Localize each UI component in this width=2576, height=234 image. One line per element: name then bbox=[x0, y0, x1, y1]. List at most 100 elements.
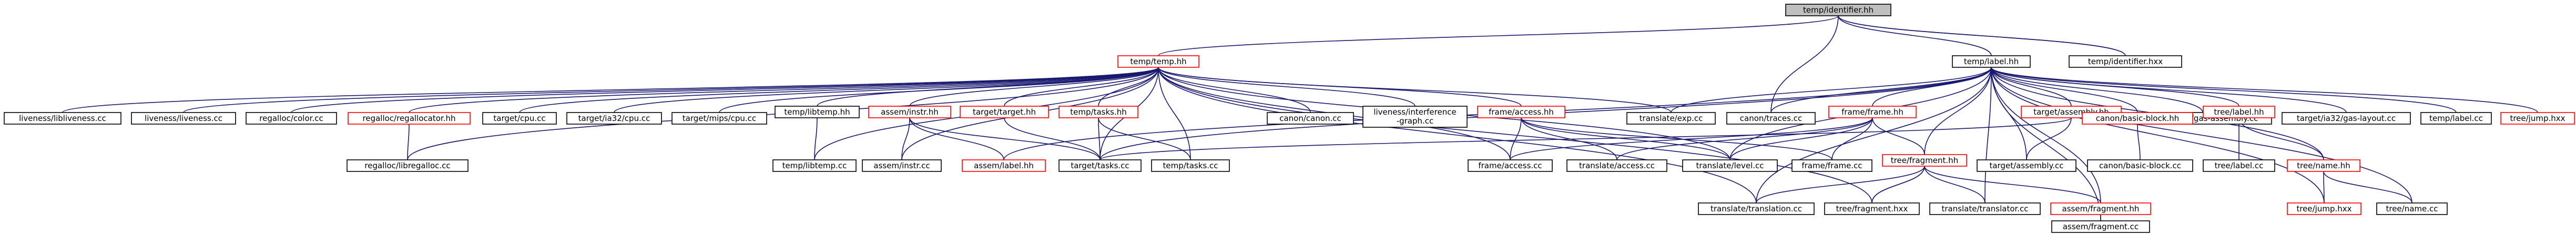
node-target-ia32-gas-layout-cc[interactable]: target/ia32/gas-layout.cc bbox=[2282, 112, 2411, 125]
node-box bbox=[775, 106, 860, 118]
node-label: target/cpu.cc bbox=[493, 114, 545, 123]
edge-temp_hh-to-fragment_hxx bbox=[1156, 62, 1872, 204]
node-target-ia32-cpu-cc[interactable]: target/ia32/cpu.cc bbox=[566, 112, 662, 125]
node-target-cpu-cc[interactable]: target/cpu.cc bbox=[482, 112, 557, 125]
node-frame-frame-cc[interactable]: frame/frame.cc bbox=[1791, 159, 1872, 172]
node-liveness-liveness-cc[interactable]: liveness/liveness.cc bbox=[131, 112, 236, 125]
node-box bbox=[1726, 112, 1816, 125]
edge-line bbox=[1984, 67, 1992, 204]
node-target-tasks-cc[interactable]: target/tasks.cc bbox=[1058, 159, 1142, 172]
node-box bbox=[960, 106, 1049, 118]
node-label: tree/label.hh bbox=[2214, 107, 2264, 117]
edge-line bbox=[1004, 117, 1101, 160]
edge-line bbox=[407, 124, 410, 160]
edge-line bbox=[1158, 67, 1672, 113]
node-temp-identifier-hh[interactable]: temp/identifier.hh bbox=[1785, 4, 1891, 16]
edge-identifier_hh-to-label_hh bbox=[1836, 11, 1992, 56]
node-tree-fragment-hh[interactable]: tree/fragment.hh bbox=[1882, 154, 1967, 167]
node-box bbox=[1566, 159, 1667, 172]
node-translate-translator-cc[interactable]: translate/translator.cc bbox=[1929, 202, 2041, 215]
edge-line bbox=[519, 67, 1159, 113]
edge-label_hh-to-translation_cc bbox=[1756, 62, 1994, 204]
node-box bbox=[2287, 159, 2360, 172]
node-box bbox=[671, 112, 767, 125]
node-target-mips-cpu-cc[interactable]: target/mips/cpu.cc bbox=[671, 112, 767, 125]
edge-line bbox=[183, 67, 1159, 113]
node-label: regalloc/regallocator.hh bbox=[363, 114, 456, 123]
node-label: canon/basic-block.cc bbox=[2099, 161, 2181, 170]
edge-line bbox=[2323, 171, 2412, 204]
node-tree-jump-hxx[interactable]: tree/jump.hxx bbox=[2500, 112, 2575, 125]
node-box bbox=[348, 112, 471, 125]
node-box bbox=[2376, 202, 2448, 215]
node-box bbox=[868, 106, 951, 118]
node-assem-instr-cc[interactable]: assem/instr.cc bbox=[862, 159, 942, 172]
node-assem-fragment-hh[interactable]: assem/fragment.hh bbox=[2050, 202, 2151, 215]
node-translate-translation-cc[interactable]: translate/translation.cc bbox=[1698, 202, 1815, 215]
edge-identifier_hh-to-temp_hh bbox=[1158, 11, 1841, 56]
edge-line bbox=[1158, 15, 1839, 56]
node-tree-name-cc[interactable]: tree/name.cc bbox=[2376, 202, 2448, 215]
node-regalloc-libregalloc-cc[interactable]: regalloc/libregalloc.cc bbox=[347, 159, 469, 172]
node-label: temp/label.cc bbox=[2429, 114, 2483, 123]
node-canon-basic-block-hh[interactable]: canon/basic-block.hh bbox=[2082, 112, 2193, 125]
node-temp-temp-hh[interactable]: temp/temp.hh bbox=[1117, 55, 1199, 68]
edge-temp_hh-to-ia32_cpu bbox=[614, 62, 1161, 113]
edge-regallocator_hh-to-libregalloc bbox=[406, 119, 412, 160]
node-regalloc-regallocator-hh[interactable]: regalloc/regallocator.hh bbox=[348, 112, 471, 125]
edge-line bbox=[1838, 15, 1992, 56]
node-tree-fragment-hxx[interactable]: tree/fragment.hxx bbox=[1824, 202, 1920, 215]
edge-line bbox=[2137, 124, 2141, 160]
node-label: target/target.hh bbox=[973, 107, 1036, 117]
node-liveness-interference-graph-cc[interactable]: liveness/interference-graph.cc bbox=[1362, 106, 1468, 128]
node-box bbox=[862, 159, 942, 172]
node-temp-identifier-hxx[interactable]: temp/identifier.hxx bbox=[2069, 55, 2182, 68]
node-temp-tasks-cc[interactable]: temp/tasks.cc bbox=[1151, 159, 1230, 172]
node-tree-label-hh[interactable]: tree/label.hh bbox=[2203, 106, 2275, 118]
node-label: translate/level.cc bbox=[1696, 161, 1764, 170]
node-temp-label-hh[interactable]: temp/label.hh bbox=[1952, 55, 2031, 68]
edge-temp_hh-to-access_hh bbox=[1156, 62, 1522, 107]
node-frame-access-hh[interactable]: frame/access.hh bbox=[1477, 106, 1565, 118]
node-label: translate/access.cc bbox=[1579, 161, 1655, 170]
edge-line bbox=[1756, 166, 1925, 204]
node-label: tree/fragment.hxx bbox=[1836, 204, 1908, 213]
node-label: target/assembly.cc bbox=[1989, 161, 2063, 170]
node-tree-label-cc[interactable]: tree/label.cc bbox=[2203, 159, 2275, 172]
edge-line bbox=[1831, 117, 1873, 160]
node-translate-level-cc[interactable]: translate/level.cc bbox=[1682, 159, 1778, 172]
node-label: temp/identifier.hxx bbox=[2088, 57, 2163, 66]
node-box bbox=[2051, 220, 2150, 233]
node-canon-basic-block-cc[interactable]: canon/basic-block.cc bbox=[2087, 159, 2193, 172]
edge-line bbox=[1872, 117, 1925, 155]
edge-label_hh-to-assem_fragment_cc bbox=[1989, 62, 2101, 221]
node-temp-label-cc[interactable]: temp/label.cc bbox=[2420, 112, 2492, 125]
node-target-assembly-cc[interactable]: target/assembly.cc bbox=[1977, 159, 2076, 172]
node-tree-name-hh[interactable]: tree/name.hh bbox=[2287, 159, 2360, 172]
node-translate-access-cc[interactable]: translate/access.cc bbox=[1566, 159, 1667, 172]
node-regalloc-color-cc[interactable]: regalloc/color.cc bbox=[246, 112, 337, 125]
node-liveness-libliveness-cc[interactable]: liveness/libliveness.cc bbox=[4, 112, 121, 125]
node-assem-label-hh[interactable]: assem/label.hh bbox=[962, 159, 1046, 172]
node-temp-tasks-hh[interactable]: temp/tasks.hh bbox=[1058, 106, 1138, 118]
edge-line bbox=[909, 67, 1159, 107]
edge-identifier_hxx-to-identifier_hh bbox=[1838, 15, 2128, 61]
node-box bbox=[1824, 202, 1920, 215]
node-temp-libtemp-hh[interactable]: temp/libtemp.hh bbox=[775, 106, 860, 118]
node-frame-frame-hh[interactable]: frame/frame.hh bbox=[1828, 106, 1917, 118]
edge-line bbox=[1991, 67, 2412, 204]
node-canon-traces-cc[interactable]: canon/traces.cc bbox=[1726, 112, 1816, 125]
node-label: regalloc/color.cc bbox=[259, 114, 323, 123]
node-temp-libtemp-cc[interactable]: temp/libtemp.cc bbox=[772, 159, 857, 172]
node-frame-access-cc[interactable]: frame/access.cc bbox=[1468, 159, 1553, 172]
node-label: liveness/liveness.cc bbox=[145, 114, 222, 123]
node-canon-canon-cc[interactable]: canon/canon.cc bbox=[1267, 112, 1354, 125]
node-assem-instr-hh[interactable]: assem/instr.hh bbox=[868, 106, 951, 118]
edge-line bbox=[1510, 117, 1522, 160]
node-assem-fragment-cc[interactable]: assem/fragment.cc bbox=[2051, 220, 2150, 233]
node-target-target-hh[interactable]: target/target.hh bbox=[960, 106, 1049, 118]
node-translate-exp-cc[interactable]: translate/exp.cc bbox=[1626, 112, 1716, 125]
node-tree-jump-hxx[interactable]: tree/jump.hxx bbox=[2287, 202, 2361, 215]
node-box bbox=[2420, 112, 2492, 125]
edge-line bbox=[291, 67, 1159, 113]
